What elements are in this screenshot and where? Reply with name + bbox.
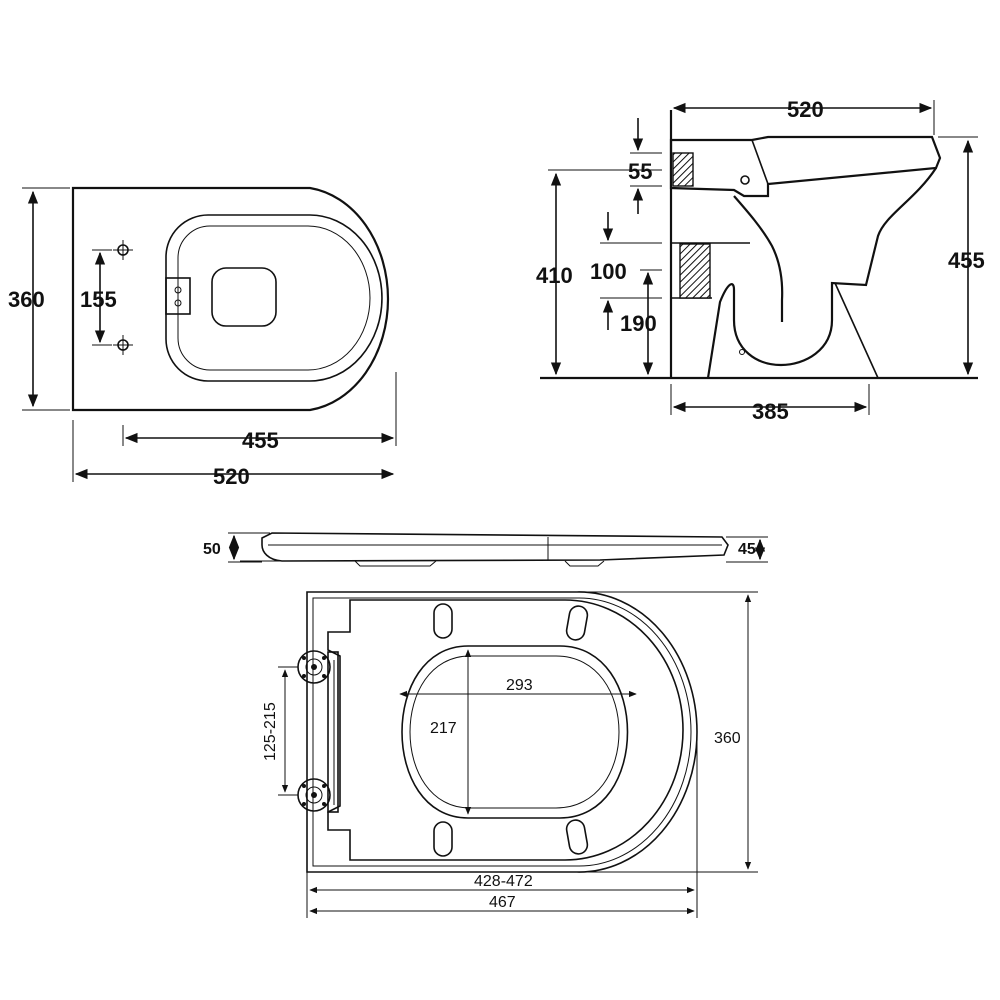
top-view-outline xyxy=(71,186,390,412)
dim-label-45: 45 xyxy=(738,541,756,558)
top-view-bowl-inner xyxy=(177,225,371,371)
hinge-bar xyxy=(327,651,339,813)
dim-label-190: 190 xyxy=(620,311,657,336)
hinge-icon xyxy=(297,778,331,812)
side-view-hinge-icon xyxy=(740,175,750,185)
fixing-hole-icon xyxy=(113,240,133,260)
dim-label-155: 155 xyxy=(80,287,117,312)
dim-label-293: 293 xyxy=(506,677,533,694)
dim-label-428-472: 428-472 xyxy=(474,873,533,890)
seat-plan-aperture-outer xyxy=(401,645,629,819)
top-view: 360 155 455 520 xyxy=(8,186,397,489)
dim-label-455: 455 xyxy=(242,428,279,453)
dim-label-55: 55 xyxy=(628,159,652,184)
dim-label-360-seat: 360 xyxy=(714,730,741,747)
top-view-hinge-block xyxy=(165,277,191,315)
seat-plan-outer xyxy=(306,591,698,873)
side-view-pan-body xyxy=(706,167,937,379)
dim-label-520-side: 520 xyxy=(787,97,824,122)
top-view-bowl-rim xyxy=(165,214,383,382)
dim-label-360: 360 xyxy=(8,287,45,312)
dim-label-217: 217 xyxy=(430,720,457,737)
dim-label-410: 410 xyxy=(536,263,573,288)
seat-plan-seat-ring xyxy=(327,599,684,861)
seat-buffer xyxy=(433,603,589,857)
seat-profile-outline xyxy=(261,532,729,562)
side-view-seat-lid xyxy=(669,135,942,198)
dim-label-467: 467 xyxy=(489,894,516,911)
seat-profile: 50 45 xyxy=(203,532,768,567)
dim-label-100: 100 xyxy=(590,259,627,284)
dim-label-455-side: 455 xyxy=(948,248,985,273)
dim-label-385: 385 xyxy=(752,399,789,424)
fixing-hole-icon xyxy=(113,335,133,355)
dim-label-520-top: 520 xyxy=(213,464,250,489)
side-view: 520 385 455 410 55 100 190 xyxy=(536,97,985,424)
side-view-outlet-spigot xyxy=(679,243,711,299)
top-view-flush-outlet xyxy=(211,267,277,327)
seat-plan: 293 217 125-215 360 428-472 467 xyxy=(262,591,758,918)
side-view-inlet-spigot xyxy=(672,152,694,187)
dim-label-125-215: 125-215 xyxy=(262,702,279,761)
dim-label-50: 50 xyxy=(203,541,221,558)
hinge-icon xyxy=(297,650,331,684)
